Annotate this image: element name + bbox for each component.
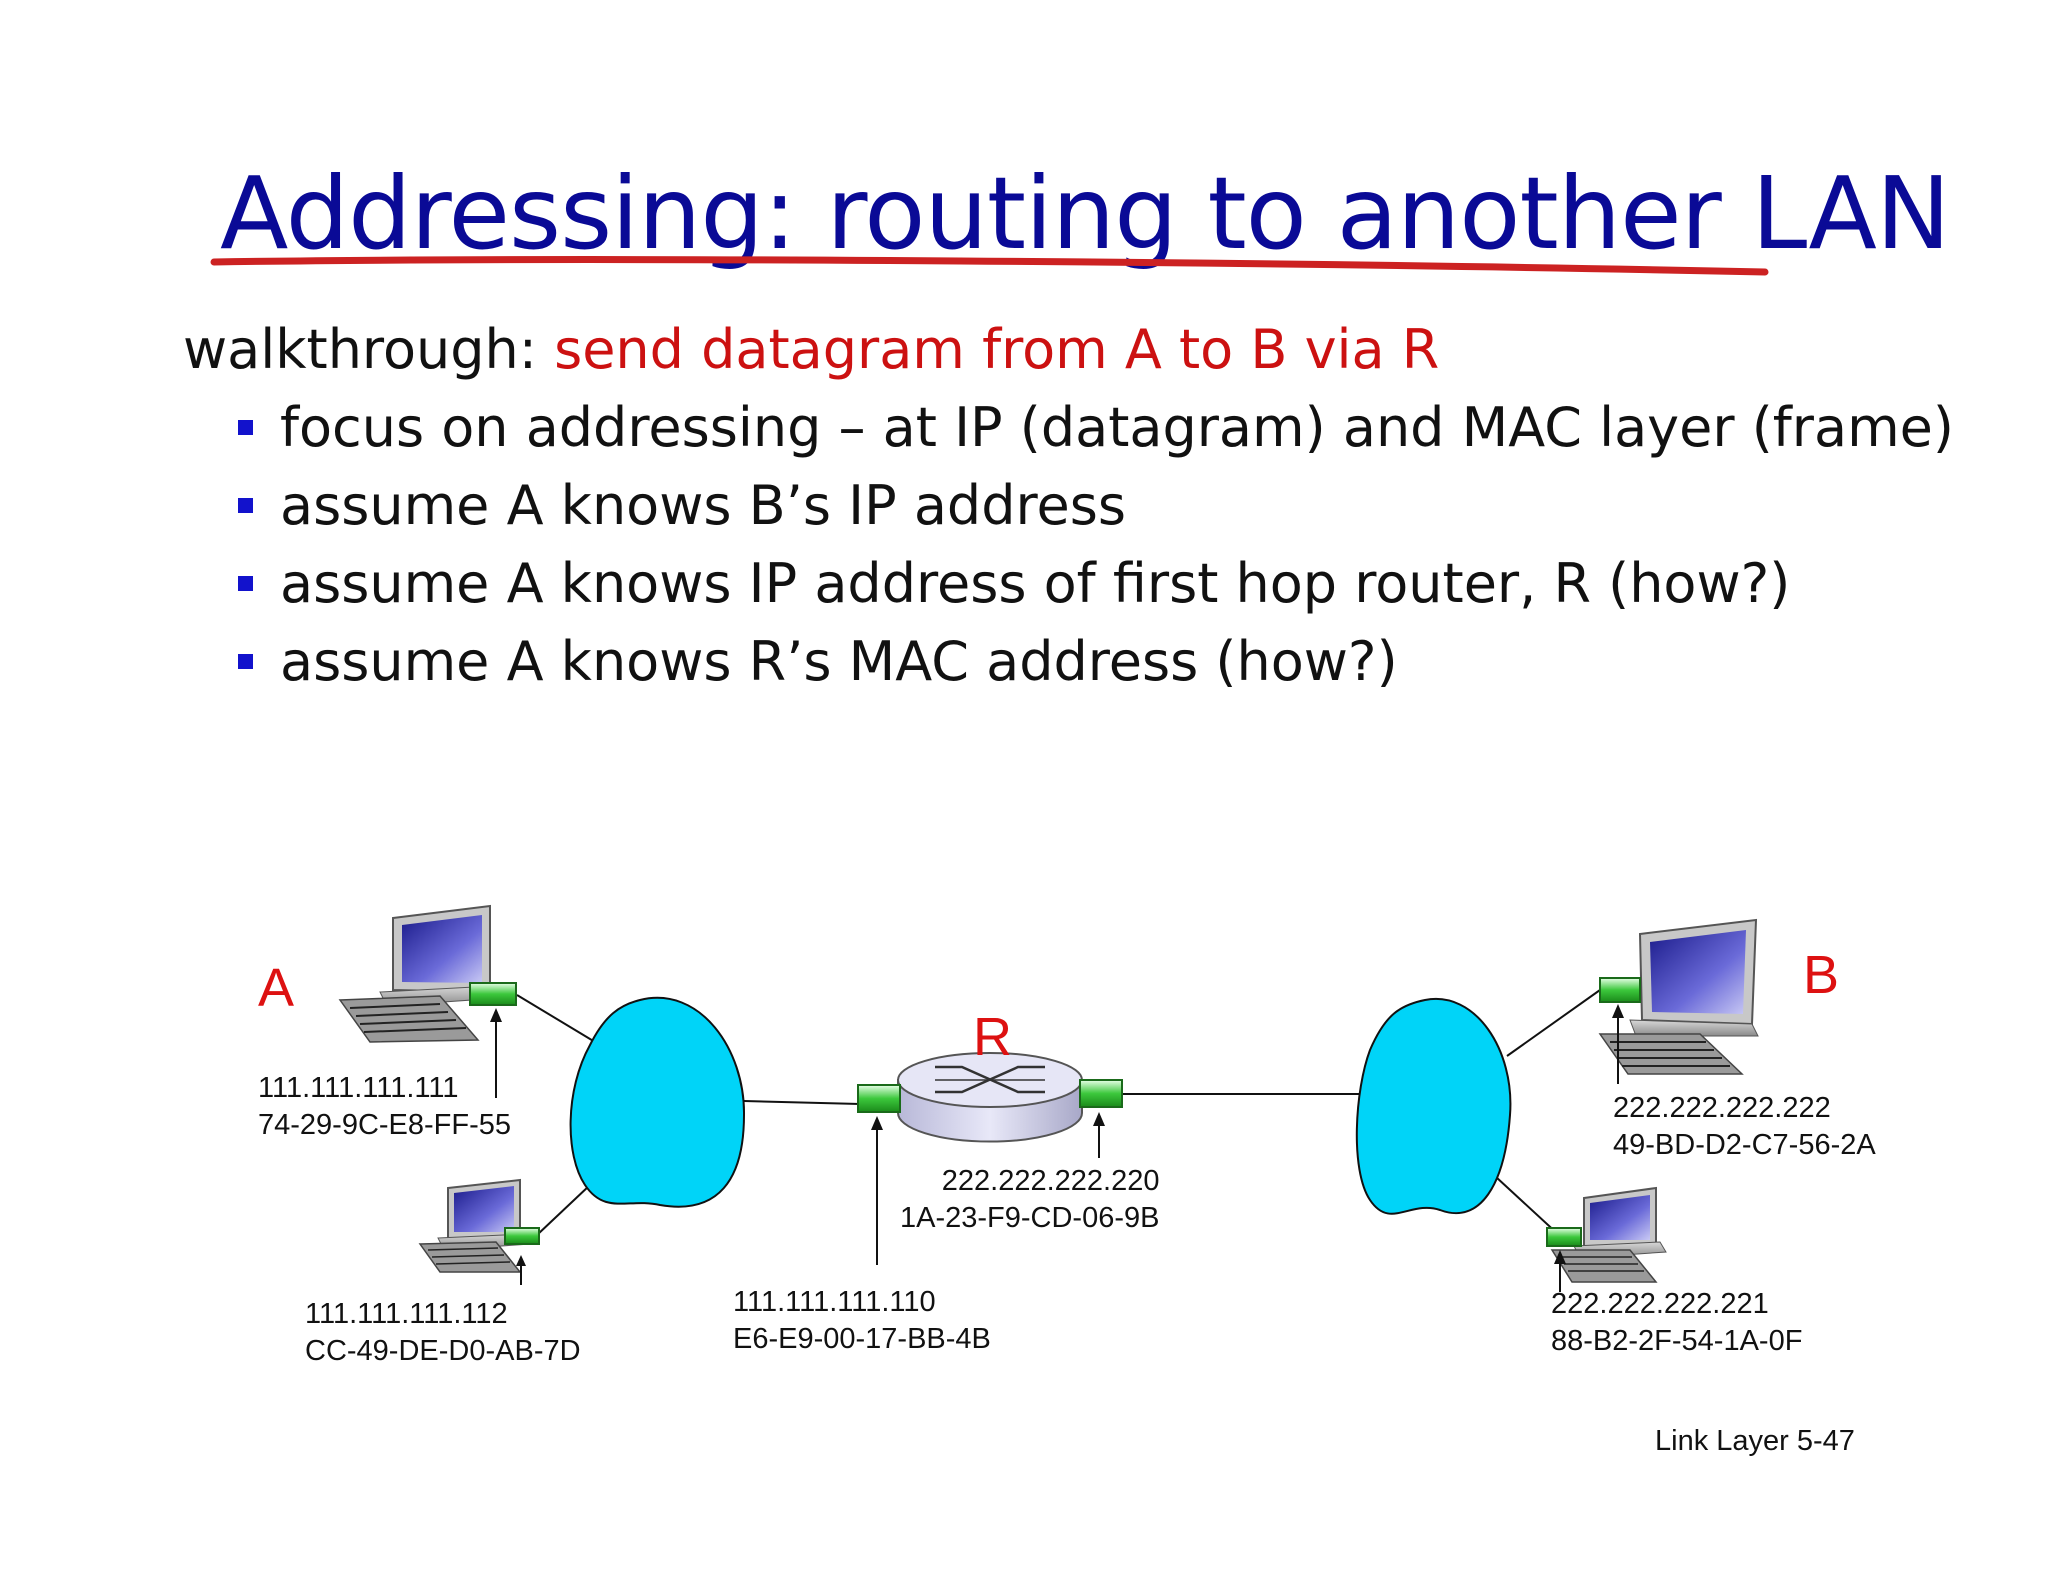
host-b-ip: 222.222.222.222 — [1613, 1092, 1831, 1124]
walkthrough-label: walkthrough: — [183, 318, 555, 381]
router-icon — [897, 1052, 1083, 1143]
router-right-mac: 1A-23-F9-CD-06-9B — [900, 1202, 1160, 1234]
lan-cloud-left — [569, 997, 746, 1208]
bullet-item: assume A knows IP address of first hop r… — [230, 551, 1954, 629]
host-b-letter: B — [1803, 945, 1840, 1005]
title-underline — [210, 256, 1769, 276]
router-left-mac: E6-E9-00-17-BB-4B — [733, 1323, 991, 1355]
bullet-square-icon — [238, 498, 253, 513]
bullet-square-icon — [238, 420, 253, 435]
lan-cloud-right — [1355, 997, 1512, 1215]
router-right-ip: 222.222.222.220 — [941, 1165, 1160, 1197]
router-right-address-label: 222.222.222.220 1A-23-F9-CD-06-9B — [900, 1163, 1159, 1237]
bullet-square-icon — [238, 576, 253, 591]
bullet-item: assume A knows R’s MAC address (how?) — [230, 629, 1954, 707]
host-a2-mac: CC-49-DE-D0-AB-7D — [305, 1335, 581, 1367]
bullet-list: focus on addressing – at IP (datagram) a… — [230, 395, 1954, 707]
host-a-computer-icon — [338, 904, 501, 1043]
bullet-square-icon — [238, 654, 253, 669]
host-a-pointer-arrow — [490, 1008, 502, 1098]
host-a-address-label: 111.111.111.111 74-29-9C-E8-FF-55 — [258, 1070, 511, 1144]
host-b-address-label: 222.222.222.222 49-BD-D2-C7-56-2A — [1613, 1090, 1876, 1164]
host-b2-adapter-icon — [1546, 1227, 1582, 1247]
host-b2-mac: 88-B2-2F-54-1A-0F — [1551, 1325, 1803, 1357]
host-a-letter: A — [258, 958, 295, 1018]
host-a2-adapter-icon — [504, 1227, 540, 1245]
router-right-pointer-arrow — [1093, 1112, 1105, 1158]
walkthrough-highlight: send datagram from A to B via R — [554, 318, 1440, 381]
host-b2-pointer-arrow — [1554, 1250, 1566, 1292]
slide-title: Addressing: routing to another LAN — [220, 155, 1951, 272]
router-left-ip: 111.111.111.110 — [733, 1286, 936, 1318]
slide-footer: Link Layer 5-47 — [1655, 1425, 1855, 1457]
link-lines — [516, 989, 1601, 1237]
router-left-adapter-icon — [857, 1084, 901, 1113]
host-a2-pointer-arrow — [516, 1255, 526, 1285]
host-b-mac: 49-BD-D2-C7-56-2A — [1613, 1129, 1876, 1161]
router-left-pointer-arrow — [871, 1116, 883, 1265]
router-left-address-label: 111.111.111.110 E6-E9-00-17-BB-4B — [733, 1284, 991, 1358]
host-b2-address-label: 222.222.222.221 88-B2-2F-54-1A-0F — [1551, 1286, 1802, 1360]
host-a2-computer-icon — [418, 1178, 531, 1273]
host-b-computer-icon — [1598, 918, 1759, 1075]
host-a-ip: 111.111.111.111 — [258, 1072, 459, 1104]
host-b2-ip: 222.222.222.221 — [1551, 1288, 1769, 1320]
walkthrough-line: walkthrough: send datagram from A to B v… — [183, 318, 1439, 381]
host-a-mac: 74-29-9C-E8-FF-55 — [258, 1109, 512, 1141]
router-letter: R — [973, 1007, 1012, 1067]
router-right-adapter-icon — [1079, 1079, 1123, 1108]
host-b-pointer-arrow — [1612, 1004, 1624, 1084]
host-a2-ip: 111.111.111.112 — [305, 1298, 508, 1330]
bullet-item: assume A knows B’s IP address — [230, 473, 1954, 551]
host-a2-address-label: 111.111.111.112 CC-49-DE-D0-AB-7D — [305, 1296, 581, 1370]
host-b-adapter-icon — [1599, 977, 1641, 1003]
bullet-item: focus on addressing – at IP (datagram) a… — [230, 395, 1954, 473]
host-a-adapter-icon — [469, 982, 517, 1006]
host-b2-computer-icon — [1550, 1186, 1667, 1283]
